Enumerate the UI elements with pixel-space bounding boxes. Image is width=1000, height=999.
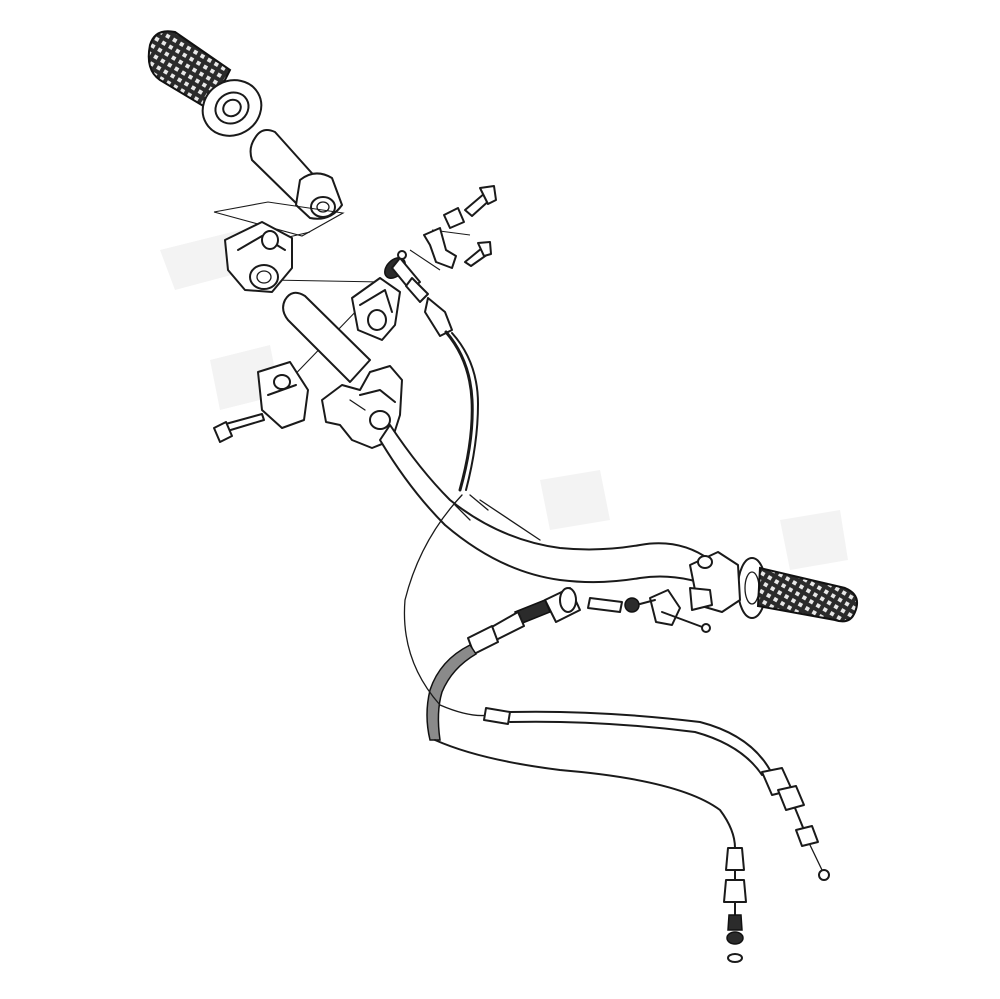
screw-icon xyxy=(464,241,492,267)
right-grip-icon xyxy=(737,557,858,623)
clutch-lever-perch-icon xyxy=(649,551,741,633)
cable-bracket-icon xyxy=(423,227,457,269)
throttle-housing-upper-icon xyxy=(224,221,293,293)
clutch-cable-icon xyxy=(426,587,747,963)
housing-clamp-icon xyxy=(351,277,401,341)
hot-start-cable-icon xyxy=(403,494,830,881)
throttle-cable-icon xyxy=(424,297,479,492)
cable-adjuster-icon xyxy=(384,250,429,303)
master-cylinder-icon xyxy=(321,365,403,449)
bolt-icon xyxy=(213,413,265,443)
screw-icon xyxy=(464,185,497,217)
left-grip-icon xyxy=(147,30,263,137)
cable-fitting-icon xyxy=(587,597,656,613)
throttle-tube-icon xyxy=(249,129,343,220)
throttle-housing-lower-icon xyxy=(257,361,309,429)
bar-end-tube-icon xyxy=(282,291,371,383)
set-screw-icon xyxy=(443,207,465,229)
